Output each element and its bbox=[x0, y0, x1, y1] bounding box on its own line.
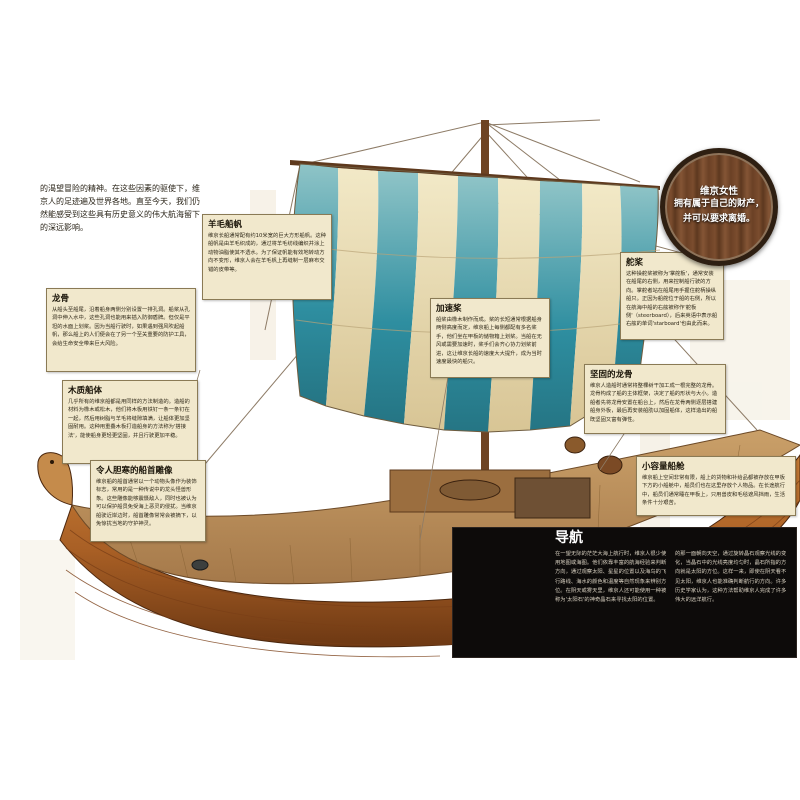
callout-keel-body: 维京人造船时通常将整棵树干加工成一根完整的龙骨。龙骨构成了船的主体框架，决定了船… bbox=[590, 383, 718, 423]
callout-keel: 坚固的龙骨 维京人造船时通常将整棵树干加工成一根完整的龙骨。龙骨构成了船的主体框… bbox=[584, 364, 726, 434]
callout-prow-body: 维京船的船首通常以一个动物头像作为装饰标志，常用的是一种传说中的龙头怪兽形象。这… bbox=[96, 479, 197, 528]
callout-oar-holes-body: 从船头至船尾，沿着船身两侧分别设置一排孔洞。船桨从孔洞中伸入水中，这些孔洞也能用… bbox=[52, 307, 190, 347]
callout-cargo-body: 维京船上空间非常有限，船上的货物和补给品都被存放在甲板下方的小船舱中，船员们也在… bbox=[642, 475, 786, 507]
callout-rudder-title: 舵桨 bbox=[626, 258, 644, 268]
navigation-text-col1: 在一望无际的茫茫大海上航行时，维京人很少使用地图或海图。他们依靠丰富的航海经验来… bbox=[555, 551, 667, 604]
callout-oars-body: 船桨由橡木制作而成。桨的长短通常根据船身两侧高度而定，维京船上每侧都配有多名桨手… bbox=[436, 317, 542, 366]
callout-oar-holes-title: 龙骨 bbox=[52, 294, 70, 304]
callout-cargo-title: 小容量船舱 bbox=[642, 462, 685, 472]
callout-prow-title: 令人胆寒的船首雕像 bbox=[96, 466, 173, 476]
callout-rudder-body: 这种操舵桨被称为'掌舵板'，通常安装在船尾的右侧，用来控制船行驶的方向。掌舵者站… bbox=[626, 271, 718, 328]
callout-sail-title: 羊毛船帆 bbox=[208, 220, 243, 230]
callout-rudder: 舵桨 这种操舵桨被称为'掌舵板'，通常安装在船尾的右侧，用来控制船行驶的方向。掌… bbox=[620, 252, 724, 340]
badge-line-2: 拥有属于自己的财产， bbox=[673, 199, 764, 209]
navigation-box: 导航 在一望无际的茫茫大海上航行时，维京人很少使用地图或海图。他们依靠丰富的航海… bbox=[452, 527, 797, 658]
navigation-title: 导航 bbox=[555, 530, 583, 546]
callout-hull: 木质船体 几乎所有的维京船都是用同样的方法制造的。造船的材料为橡木或松木，他们将… bbox=[62, 380, 198, 464]
navigation-text-col2: 的那一面朝向天空，通过旋转晶石观察光线的变化，当晶石中的光线亮度均匀时，晶石所指… bbox=[675, 551, 787, 604]
callout-oars: 加速桨 船桨由橡木制作而成。桨的长短通常根据船身两侧高度而定，维京船上每侧都配有… bbox=[430, 298, 550, 378]
callout-hull-body: 几乎所有的维京船都是用同样的方法制造的。造船的材料为橡木或松木，他们将木板用铁钉… bbox=[68, 399, 190, 439]
callout-sail: 羊毛船帆 维京长船通常配有约10米宽的巨大方形船帆。这种船帆是由羊毛织成的，通过… bbox=[202, 214, 332, 300]
callout-prow: 令人胆寒的船首雕像 维京船的船首通常以一个动物头像作为装饰标志，常用的是一种传说… bbox=[90, 460, 206, 542]
callout-keel-title: 坚固的龙骨 bbox=[590, 370, 633, 380]
callout-cargo: 小容量船舱 维京船上空间非常有限，船上的货物和补给品都被存放在甲板下方的小船舱中… bbox=[636, 456, 796, 516]
callout-sail-body: 维京长船通常配有约10米宽的巨大方形船帆。这种船帆是由羊毛织成的，通过将羊毛纺线… bbox=[208, 233, 326, 273]
callout-oar-holes: 龙骨 从船头至船尾，沿着船身两侧分别设置一排孔洞。船桨从孔洞中伸入水中，这些孔洞… bbox=[46, 288, 196, 372]
intro-text: 的渴望冒险的精神。在这些因素的驱使下，维京人的足迹遍及世界各地。直至今天，我们仍… bbox=[40, 184, 200, 232]
viking-women-badge: 维京女性 拥有属于自己的财产， 并可以要求离婚。 bbox=[660, 148, 778, 266]
callout-hull-title: 木质船体 bbox=[68, 386, 103, 396]
badge-line-1: 维京女性 bbox=[699, 186, 738, 197]
callout-oars-title: 加速桨 bbox=[436, 304, 462, 314]
badge-line-3: 并可以要求离婚。 bbox=[682, 214, 755, 224]
